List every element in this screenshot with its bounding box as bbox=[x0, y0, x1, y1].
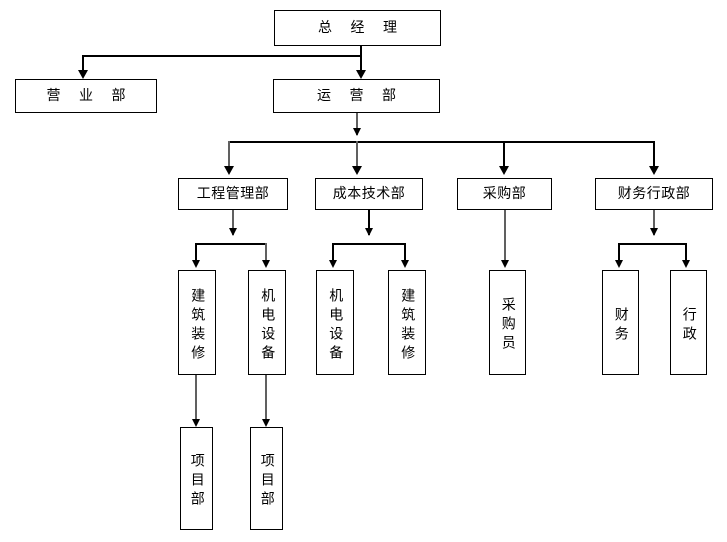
connector-to-finance-admin-stem bbox=[653, 141, 655, 173]
connector-administration-drop bbox=[685, 243, 687, 263]
node-cost-mech-electrical[interactable]: 机电设备 bbox=[316, 270, 354, 375]
arrowhead-ops-stem bbox=[353, 128, 361, 136]
arrowhead-project-dept-2 bbox=[262, 419, 270, 427]
arrowhead-eng-mech-electrical bbox=[262, 260, 270, 268]
node-project-dept-2[interactable]: 项目部 bbox=[250, 427, 283, 530]
connector-to-project-dept-1 bbox=[195, 375, 197, 425]
arrowhead-finance bbox=[615, 260, 623, 268]
connector-ops-stem bbox=[356, 113, 358, 135]
connector-finance-drop bbox=[618, 243, 620, 263]
node-administration[interactable]: 行政 bbox=[670, 270, 707, 375]
node-cost-tech-dept[interactable]: 成本技术部 bbox=[315, 178, 423, 210]
arrowhead-finance-admin-dept bbox=[649, 166, 659, 175]
arrowhead-finance-admin-stem bbox=[650, 228, 658, 236]
connector-to-cost-tech-stem bbox=[356, 141, 358, 173]
connector-gm-to-sales-stem bbox=[82, 55, 84, 72]
connector-cost-tech-right-drop bbox=[404, 243, 406, 263]
connector-finance-admin-stem bbox=[653, 210, 655, 235]
arrowhead-cost-construction-decoration bbox=[401, 260, 409, 268]
connector-to-project-dept-2 bbox=[265, 375, 267, 425]
connector-finance-admin-bus bbox=[618, 243, 687, 245]
connector-engineering-stem bbox=[232, 210, 234, 235]
connector-gm-stem bbox=[360, 46, 362, 56]
node-engineering-mgmt-dept[interactable]: 工程管理部 bbox=[178, 178, 288, 210]
node-finance[interactable]: 财务 bbox=[602, 270, 639, 375]
node-project-dept-1[interactable]: 项目部 bbox=[180, 427, 213, 530]
arrowhead-purchaser bbox=[501, 260, 509, 268]
arrowhead-cost-tech-dept bbox=[352, 166, 362, 175]
arrowhead-procurement-dept bbox=[499, 166, 509, 175]
node-operations-dept[interactable]: 运 营 部 bbox=[273, 79, 440, 113]
connector-cost-tech-stem2 bbox=[368, 210, 370, 235]
connector-engineering-right-drop bbox=[265, 243, 267, 263]
connector-gm-bus bbox=[82, 55, 362, 57]
arrowhead-cost-tech-stem2 bbox=[365, 228, 373, 236]
connector-gm-to-ops-stem bbox=[360, 55, 362, 72]
connector-cost-tech-left-drop bbox=[332, 243, 334, 263]
node-general-manager[interactable]: 总 经 理 bbox=[274, 10, 441, 46]
arrowhead-engineering-stem bbox=[229, 228, 237, 236]
node-eng-construction-decoration[interactable]: 建筑装修 bbox=[178, 270, 216, 375]
connector-engineering-left-drop bbox=[195, 243, 197, 263]
node-sales-dept[interactable]: 营 业 部 bbox=[15, 79, 157, 113]
connector-cost-tech-bus bbox=[332, 243, 406, 245]
connector-to-engineering-stem bbox=[228, 141, 230, 173]
arrowhead-operations-dept bbox=[356, 70, 366, 79]
arrowhead-engineering-mgmt-dept bbox=[224, 166, 234, 175]
connector-engineering-bus bbox=[195, 243, 267, 245]
node-eng-mech-electrical[interactable]: 机电设备 bbox=[248, 270, 286, 375]
node-purchaser[interactable]: 采购员 bbox=[489, 270, 526, 375]
node-procurement-dept[interactable]: 采购部 bbox=[457, 178, 552, 210]
node-cost-construction-decoration[interactable]: 建筑装修 bbox=[388, 270, 426, 375]
arrowhead-administration bbox=[682, 260, 690, 268]
connector-level3-bus bbox=[228, 141, 655, 143]
arrowhead-eng-construction-decoration bbox=[192, 260, 200, 268]
node-finance-admin-dept[interactable]: 财务行政部 bbox=[595, 178, 713, 210]
arrowhead-project-dept-1 bbox=[192, 419, 200, 427]
connector-procurement-to-purchaser bbox=[504, 210, 506, 265]
connector-to-procurement-stem bbox=[503, 141, 505, 173]
arrowhead-cost-mech-electrical bbox=[329, 260, 337, 268]
arrowhead-sales-dept bbox=[78, 70, 88, 79]
